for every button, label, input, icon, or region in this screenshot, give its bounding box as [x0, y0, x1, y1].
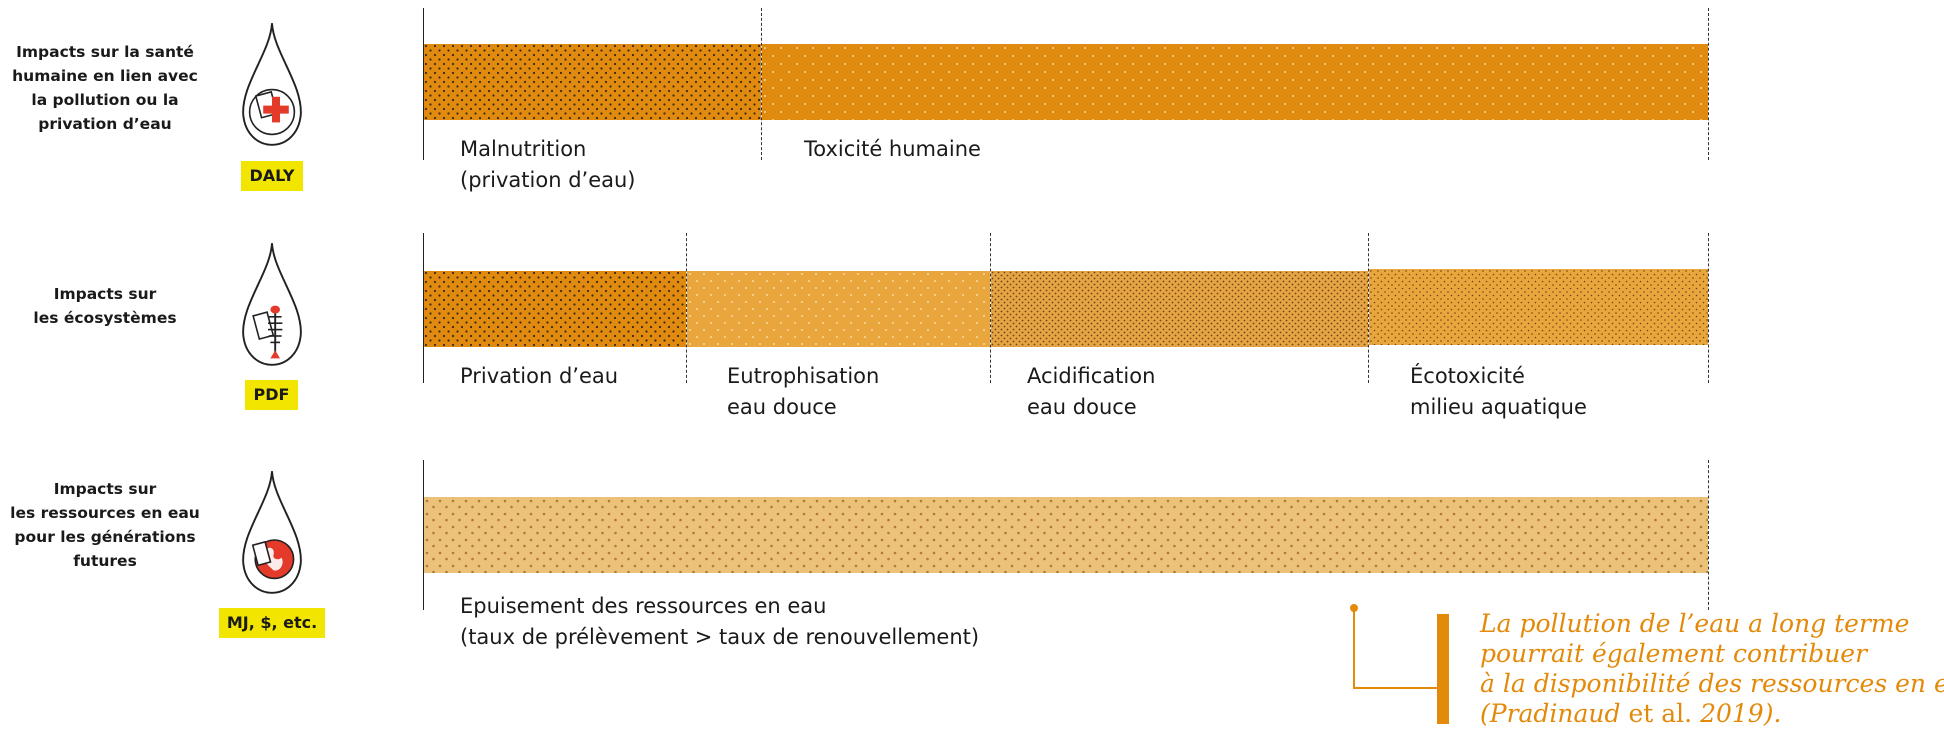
segment-label-epuisement: Epuisement des ressources en eau (taux d…	[460, 594, 980, 649]
note-line-1: La pollution de l’eau a long terme	[1480, 609, 1910, 638]
segment-label-privation-eau: Privation d’eau	[460, 364, 619, 388]
bar-segment-acidification	[991, 271, 1368, 347]
category-title-water-resources: Impacts sur les ressources en eau pour l…	[10, 480, 200, 570]
note-citation-author: (Pradinaud	[1480, 699, 1621, 728]
segment-label-acidification: Acidification eau douce	[1027, 364, 1156, 419]
segment-label-malnutrition: Malnutrition (privation d’eau)	[460, 137, 636, 192]
unit-badge-mj: MJ, $, etc.	[219, 608, 325, 638]
bar-segment-ecotoxicite	[1369, 269, 1708, 345]
bar-segment-privation-eau	[424, 271, 686, 347]
category-title-health: Impacts sur la santé humaine en lien ave…	[12, 43, 198, 133]
axis-start-line	[423, 460, 424, 610]
bar-segment-toxicite-humaine	[762, 44, 1708, 120]
bar-segment-eutrophisation	[687, 271, 990, 347]
segment-divider	[761, 8, 762, 160]
drop-fish-skeleton-icon	[232, 240, 312, 368]
axis-end-line	[1708, 233, 1709, 383]
segment-label-ecotoxicite: Écotoxicité milieu aquatique	[1410, 364, 1587, 419]
axis-start-line	[423, 233, 424, 383]
bar-segment-malnutrition	[424, 44, 761, 120]
unit-badge-pdf: PDF	[245, 380, 298, 410]
unit-badge-daly: DALY	[241, 161, 303, 191]
note-citation-year: 2019).	[1700, 699, 1782, 728]
note-line-2: pourrait également contribuer	[1480, 639, 1868, 668]
note-accent-bar	[1437, 614, 1449, 724]
segment-label-eutrophisation: Eutrophisation eau douce	[727, 364, 880, 419]
note-line-4: (Pradinaud et al. 2019).	[1480, 699, 1940, 729]
note-line-3: à la disponibilité des ressources en eau	[1480, 669, 1944, 698]
segment-label-toxicite-humaine: Toxicité humaine	[804, 137, 981, 161]
note-citation-etal: et al.	[1620, 699, 1701, 728]
note-connector	[1350, 604, 1440, 689]
segment-divider	[686, 233, 687, 383]
note-text: La pollution de l’eau a long terme pourr…	[1480, 609, 1944, 729]
bar-segment-epuisement	[424, 497, 1708, 573]
axis-start-line	[423, 8, 424, 160]
category-title-ecosystems: Impacts sur les écosystèmes	[33, 285, 177, 327]
axis-end-line	[1708, 8, 1709, 160]
drop-health-cross-icon	[232, 20, 312, 148]
drop-globe-icon	[232, 468, 312, 596]
segment-divider	[990, 233, 991, 383]
segment-divider	[1368, 233, 1369, 383]
axis-end-line	[1708, 460, 1709, 610]
